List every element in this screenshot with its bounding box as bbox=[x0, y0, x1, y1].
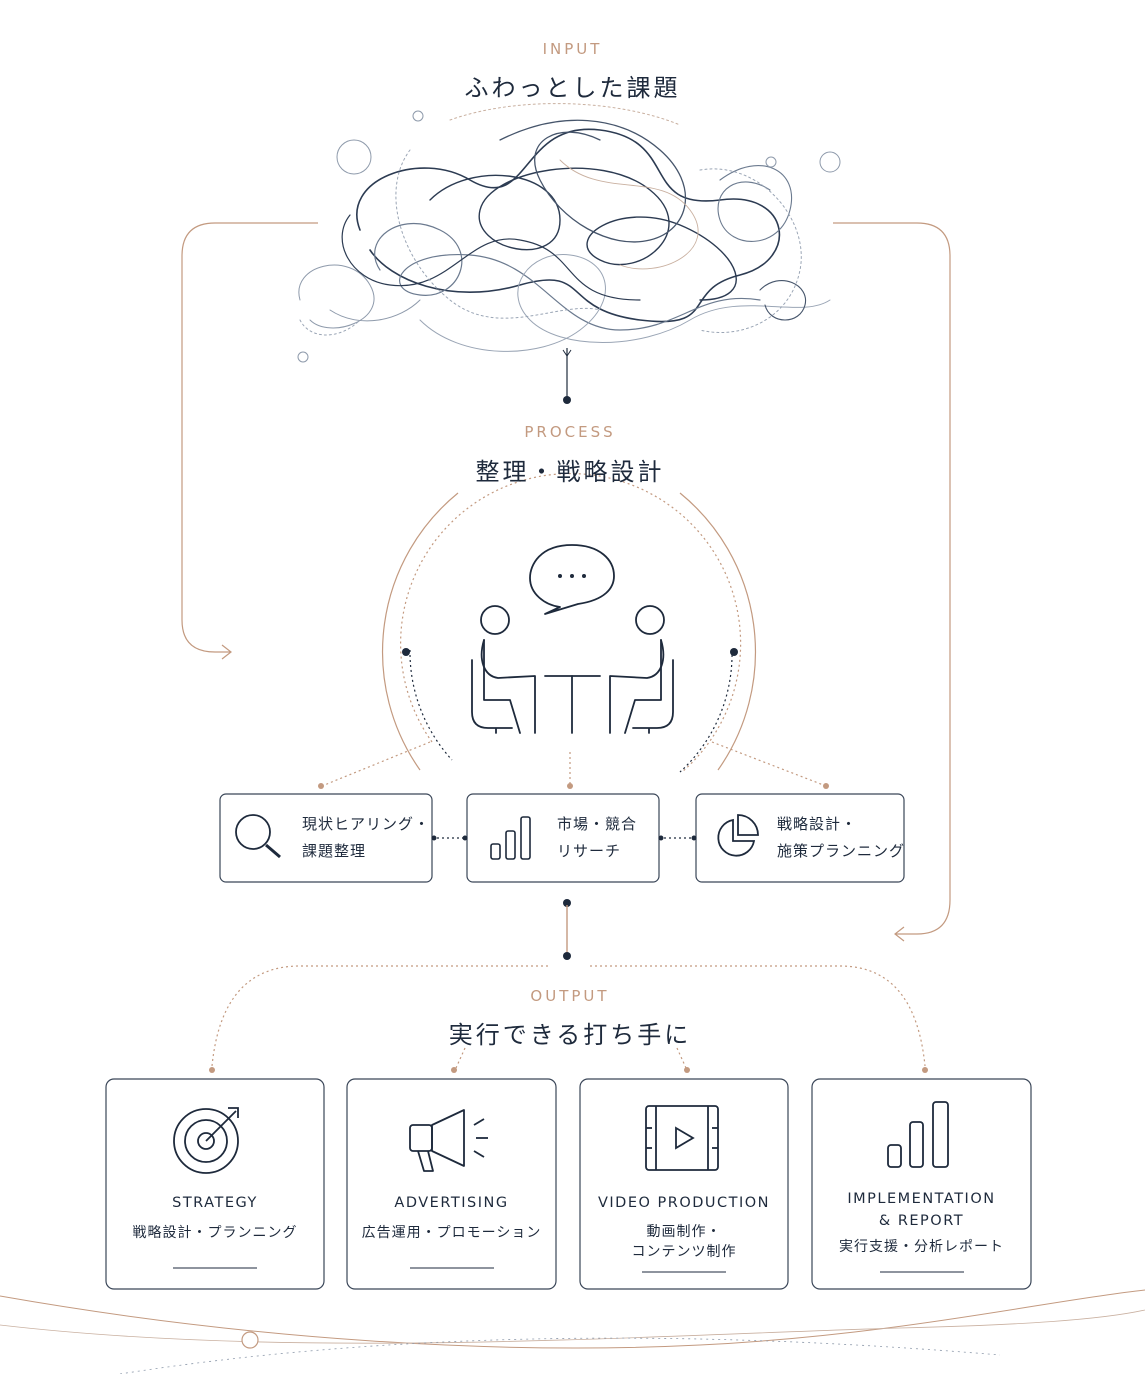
output-links bbox=[211, 965, 926, 1069]
output-card-advertising: ADVERTISING 広告運用・プロモーション bbox=[347, 1079, 556, 1289]
card-subtitle: 実行支援・分析レポート bbox=[839, 1239, 1004, 1255]
target-icon bbox=[173, 1107, 239, 1174]
left-feedback-arrow bbox=[181, 222, 318, 660]
step-line: 施策プランニング bbox=[777, 842, 906, 860]
card-title: ADVERTISING bbox=[394, 1195, 509, 1211]
output-link-dots bbox=[209, 1067, 928, 1073]
bottom-wave-decoration bbox=[0, 1289, 1145, 1374]
meeting-illustration bbox=[471, 544, 674, 734]
step-line: 市場・競合 bbox=[557, 815, 638, 833]
card-subtitle: 戦略設計・プランニング bbox=[132, 1225, 298, 1241]
process-step-hearing: 現状ヒアリング・ 課題整理 bbox=[302, 811, 430, 865]
step-line: 課題整理 bbox=[302, 842, 367, 860]
step-line: 戦略設計・ bbox=[777, 815, 858, 833]
output-underlines bbox=[173, 1267, 964, 1273]
tangled-problem-illustration bbox=[297, 103, 841, 363]
input-heading: ふわっとした課題 bbox=[464, 74, 681, 102]
process-label-en: PROCESS bbox=[524, 423, 616, 441]
pie-chart-icon bbox=[717, 814, 759, 857]
process-step-planning: 戦略設計・ 施策プランニング bbox=[777, 811, 905, 865]
step-line: 現状ヒアリング・ bbox=[302, 815, 431, 833]
process-step-connectors bbox=[431, 835, 697, 841]
magnifier-icon bbox=[235, 814, 281, 859]
process-rings bbox=[381, 473, 757, 773]
output-connector bbox=[563, 899, 571, 960]
output-card-implementation: IMPLEMENTATION & REPORT 実行支援・分析レポート bbox=[812, 1079, 1031, 1289]
output-card-strategy: STRATEGY 戦略設計・プランニング bbox=[106, 1079, 324, 1289]
card-subtitle: 広告運用・プロモーション bbox=[361, 1225, 542, 1241]
step-line: リサーチ bbox=[557, 842, 622, 860]
card-subtitle-2: コンテンツ制作 bbox=[631, 1244, 737, 1260]
speech-dots-icon bbox=[558, 574, 586, 578]
bar-chart-icon bbox=[490, 816, 531, 860]
output-card-video: VIDEO PRODUCTION 動画制作・ コンテンツ制作 bbox=[580, 1079, 788, 1289]
output-label-en: OUTPUT bbox=[530, 987, 610, 1005]
output-boxes bbox=[105, 1078, 1032, 1290]
card-subtitle: 動画制作・ bbox=[646, 1224, 722, 1240]
growth-chart-icon bbox=[887, 1101, 949, 1168]
process-step-link-dots bbox=[318, 783, 829, 789]
input-label-en: INPUT bbox=[542, 40, 603, 58]
process-step-research: 市場・競合 リサーチ bbox=[557, 811, 637, 865]
video-icon bbox=[645, 1105, 719, 1171]
process-step-links bbox=[321, 741, 827, 787]
card-title: IMPLEMENTATION bbox=[847, 1191, 996, 1207]
input-connector bbox=[562, 348, 572, 404]
megaphone-icon bbox=[409, 1109, 488, 1172]
process-heading: 整理・戦略設計 bbox=[475, 458, 665, 486]
output-heading: 実行できる打ち手に bbox=[448, 1021, 692, 1049]
card-title: VIDEO PRODUCTION bbox=[597, 1195, 771, 1211]
process-step-boxes bbox=[219, 793, 905, 883]
card-title: STRATEGY bbox=[172, 1195, 258, 1211]
right-feedback-arrow bbox=[833, 222, 951, 942]
card-title-2: & REPORT bbox=[878, 1213, 965, 1229]
